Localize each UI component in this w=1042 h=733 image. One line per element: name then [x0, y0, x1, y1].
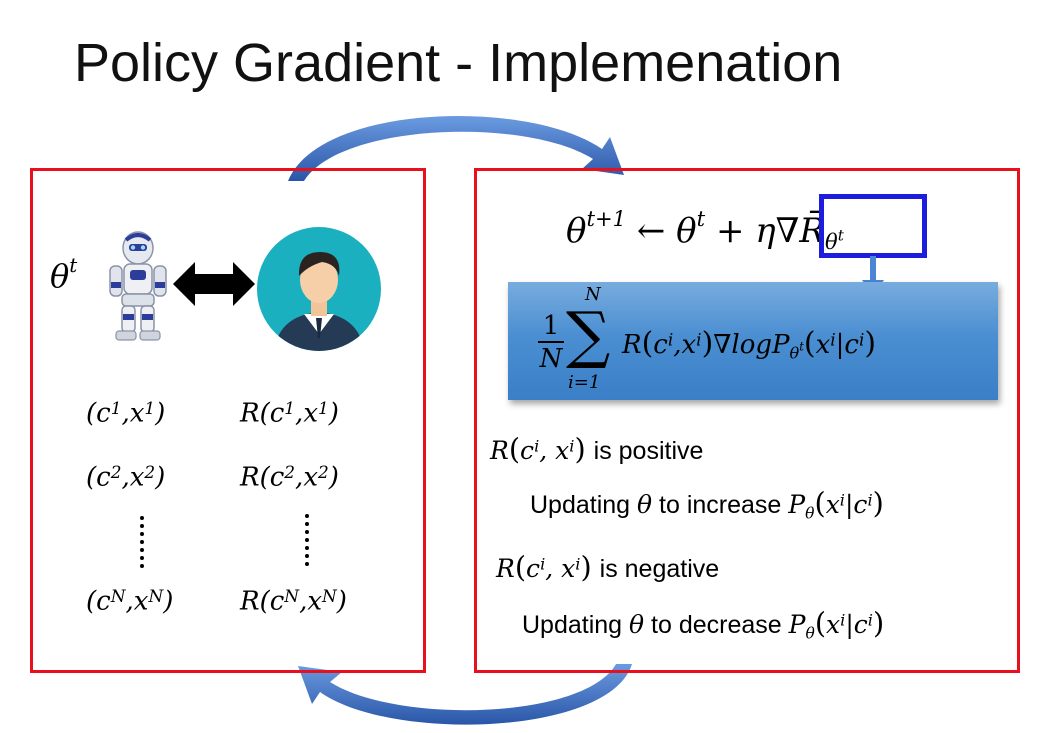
sum-lower-limit: i=1	[568, 372, 601, 393]
user-avatar-icon	[257, 227, 381, 351]
sum-symbol: ∑	[566, 298, 611, 371]
ellipsis-dots-left	[140, 516, 144, 568]
ellipsis-dots-right	[305, 514, 309, 566]
condition-negative: R(ci, xi) is negative	[496, 550, 720, 584]
cycle-arrow-top-icon	[288, 116, 624, 181]
gradient-formula-box	[508, 282, 998, 400]
pair-1: (c1,x1)	[86, 398, 166, 429]
right-panel	[474, 168, 1020, 673]
gradient-highlight-box	[819, 194, 927, 258]
fraction-1-over-n: 1 N	[538, 311, 564, 374]
sum-upper-limit: N	[585, 284, 601, 305]
double-arrow-icon	[173, 262, 255, 306]
formula-body: R(ci,xi)∇logPθt(xi|ci)	[622, 326, 877, 363]
cycle-arrow-bottom-icon	[298, 664, 632, 725]
reward-1: R(c1,x1)	[240, 398, 339, 429]
theta-t-label: θt	[50, 254, 78, 295]
condition-positive: R(ci, xi) is positive	[490, 432, 704, 466]
slide-title: Policy Gradient - Implemenation	[74, 33, 843, 93]
action-increase: Updating θ to increase Pθ(xi|ci)	[530, 486, 884, 523]
left-panel	[30, 168, 426, 673]
action-decrease: Updating θ to decrease Pθ(xi|ci)	[522, 606, 885, 643]
reward-n: R(cN,xN)	[240, 586, 347, 617]
robot-icon	[109, 231, 167, 341]
update-rule: θt+1 ← θt + η∇R̄θt	[566, 206, 844, 255]
pair-n: (cN,xN)	[86, 586, 174, 617]
reward-2: R(c2,x2)	[240, 462, 339, 493]
pair-2: (c2,x2)	[86, 462, 166, 493]
